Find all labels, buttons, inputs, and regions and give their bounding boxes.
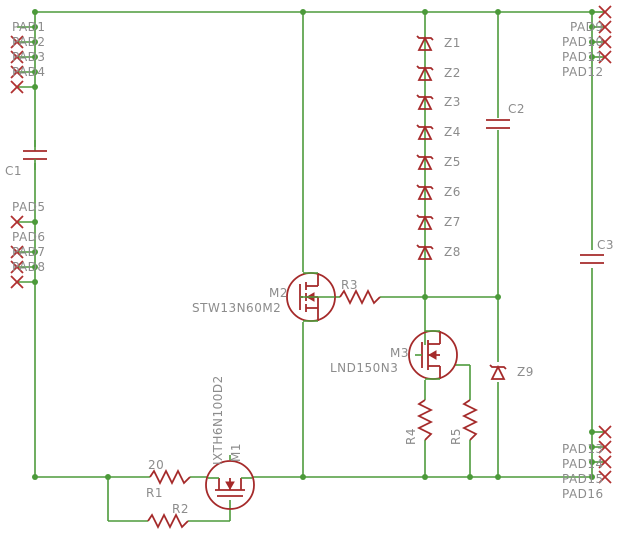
label-pad3: PAD3 bbox=[12, 50, 46, 64]
pad-x-icon bbox=[10, 275, 24, 289]
label-m2-part: STW13N60M2 bbox=[192, 301, 281, 315]
resistor-r5-symbol bbox=[461, 399, 479, 441]
label-r1-value: 20 bbox=[148, 458, 164, 472]
resistor-r3-symbol bbox=[339, 288, 381, 306]
zener-z7-symbol bbox=[416, 214, 434, 230]
label-m3-part: LND150N3 bbox=[330, 361, 398, 375]
label-m1-part: IXTH6N100D2 bbox=[211, 375, 225, 465]
label-r3: R3 bbox=[341, 278, 358, 292]
label-pad8: PAD8 bbox=[12, 260, 46, 274]
wires bbox=[17, 11, 605, 522]
label-pad6: PAD6 bbox=[12, 230, 46, 244]
label-z9: Z9 bbox=[517, 365, 534, 379]
pad-x-icon bbox=[10, 215, 24, 229]
zener-z6-symbol bbox=[416, 184, 434, 200]
label-pad12: PAD12 bbox=[562, 65, 604, 79]
mosfet-m1-symbol bbox=[205, 460, 255, 510]
labels: PAD1 PAD2 PAD3 PAD4 PAD5 PAD6 PAD7 PAD8 … bbox=[5, 20, 614, 516]
pad-x-icon bbox=[10, 50, 24, 64]
label-z3: Z3 bbox=[444, 95, 461, 109]
label-r4: R4 bbox=[404, 428, 418, 445]
resistor-r4-symbol bbox=[416, 399, 434, 441]
resistor-r1-symbol bbox=[149, 468, 191, 486]
label-m1: M1 bbox=[229, 443, 243, 462]
zener-z4-symbol bbox=[416, 124, 434, 140]
zener-z3-symbol bbox=[416, 94, 434, 110]
label-pad10: PAD10 bbox=[562, 35, 604, 49]
label-pad7: PAD7 bbox=[12, 245, 46, 259]
zener-z8-symbol bbox=[416, 244, 434, 260]
capacitor-c1-symbol bbox=[23, 140, 47, 170]
pad-x-icon bbox=[598, 470, 612, 484]
pad-x-icon bbox=[598, 50, 612, 64]
label-pad14: PAD14 bbox=[562, 457, 604, 471]
pad-x-icon bbox=[598, 440, 612, 454]
label-pad9: PAD9 bbox=[570, 20, 604, 34]
label-z4: Z4 bbox=[444, 125, 461, 139]
pad-x-icon bbox=[598, 455, 612, 469]
resistor-r2-symbol bbox=[147, 512, 189, 530]
pad-markers bbox=[10, 5, 612, 484]
zener-z9-symbol bbox=[489, 364, 507, 380]
label-c3: C3 bbox=[597, 238, 614, 252]
pad-x-icon bbox=[598, 20, 612, 34]
capacitor-c3-symbol bbox=[580, 254, 604, 264]
pad-x-icon bbox=[10, 65, 24, 79]
label-z8: Z8 bbox=[444, 245, 461, 259]
pad-x-icon bbox=[598, 425, 612, 439]
label-r5: R5 bbox=[449, 428, 463, 445]
pad-x-icon bbox=[10, 245, 24, 259]
label-pad11: PAD11 bbox=[562, 50, 604, 64]
pad-x-icon bbox=[10, 260, 24, 274]
label-z6: Z6 bbox=[444, 185, 461, 199]
label-pad13: PAD13 bbox=[562, 442, 604, 456]
label-z1: Z1 bbox=[444, 36, 461, 50]
label-z2: Z2 bbox=[444, 66, 461, 80]
zener-z1-symbol bbox=[416, 35, 434, 51]
zener-z5-symbol bbox=[416, 154, 434, 170]
pad-x-icon bbox=[598, 5, 612, 19]
label-m3: M3 bbox=[390, 346, 409, 360]
label-pad15: PAD15 bbox=[562, 472, 604, 486]
label-c1: C1 bbox=[5, 164, 22, 178]
label-z5: Z5 bbox=[444, 155, 461, 169]
label-z7: Z7 bbox=[444, 215, 461, 229]
pad-x-icon bbox=[10, 80, 24, 94]
label-m2: M2 bbox=[269, 286, 288, 300]
pad-x-icon bbox=[598, 35, 612, 49]
junctions bbox=[32, 9, 595, 480]
pad-x-icon bbox=[10, 35, 24, 49]
capacitor-c2-symbol bbox=[486, 119, 510, 129]
label-pad5: PAD5 bbox=[12, 200, 46, 214]
mosfet-m3-symbol bbox=[408, 330, 458, 380]
label-r2: R2 bbox=[172, 502, 189, 516]
label-pad4: PAD4 bbox=[12, 65, 46, 79]
mosfet-m2-symbol bbox=[286, 272, 336, 322]
label-pad2: PAD2 bbox=[12, 35, 46, 49]
label-r1: R1 bbox=[146, 486, 163, 500]
zener-z2-symbol bbox=[416, 65, 434, 81]
label-pad16: PAD16 bbox=[562, 487, 604, 501]
label-pad1: PAD1 bbox=[12, 20, 46, 34]
label-c2: C2 bbox=[508, 102, 525, 116]
